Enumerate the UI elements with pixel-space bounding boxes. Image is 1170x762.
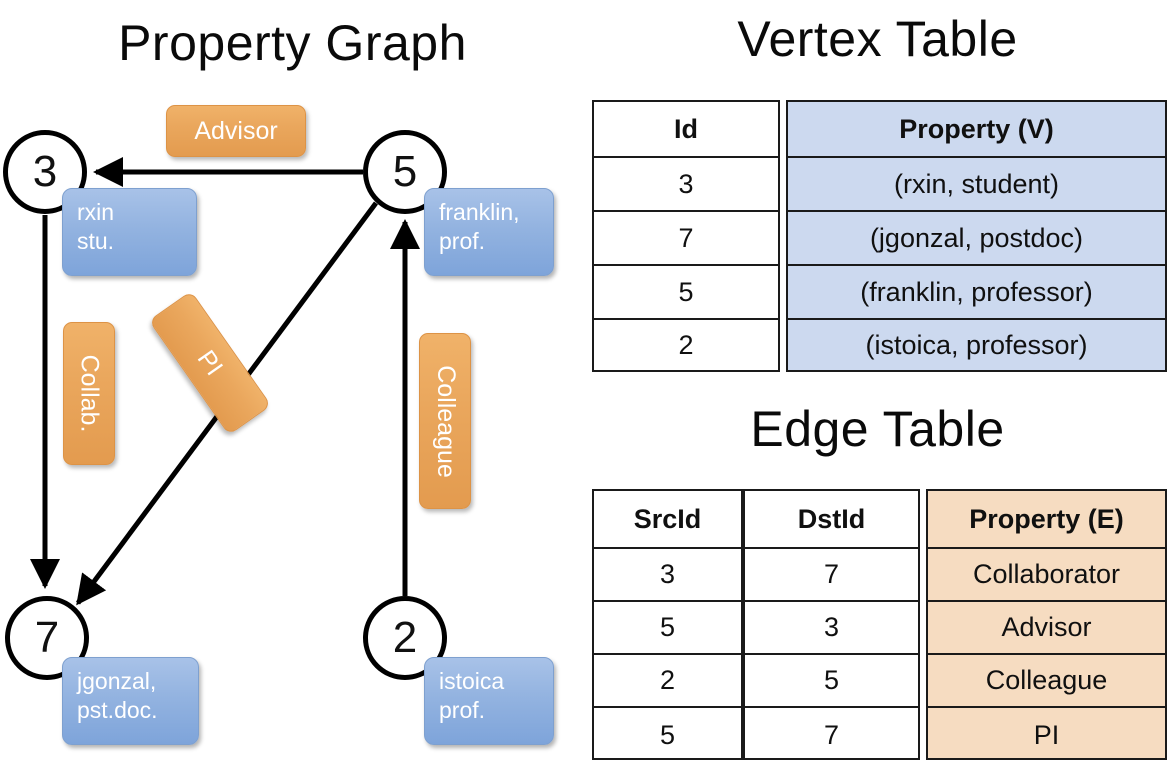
vertex-table-row-3-property: (istoica, professor)	[865, 329, 1088, 360]
vertex-property-franklin-line1: franklin,	[439, 199, 520, 225]
edge-table-header-srcid: SrcId	[594, 491, 741, 549]
vertex-table-row-2-id: 5	[594, 266, 778, 320]
edge-label-collab: Collab.	[63, 322, 115, 465]
vertex-table-row-3-id: 2	[678, 329, 694, 360]
edge-table-row-0-src: 3	[594, 549, 741, 602]
edge-table-srcid-column: SrcId 3 5 2 5	[592, 489, 743, 760]
edge-table-row-3-property: PI	[1033, 719, 1060, 750]
vertex-property-rxin-line2: stu.	[77, 227, 115, 254]
edge-table-property-column: Property (E) Collaborator Advisor Collea…	[926, 489, 1167, 760]
edge-table-row-0-dst: 7	[745, 549, 918, 602]
edge-table-header-dstid: DstId	[745, 491, 918, 549]
edge-table-header-property: Property (E)	[928, 491, 1165, 549]
vertex-property-rxin: rxin stu.	[62, 188, 197, 276]
edge-label-collab-text: Collab.	[75, 354, 104, 433]
vertex-table-header-id: Id	[594, 102, 778, 158]
vertex-table: Id 3 7 5 2 Property (V) (rxin, student) …	[592, 100, 1167, 372]
vertex-table-row-0-id: 3	[594, 158, 778, 212]
property-graph-diagram: 3 5 7 2 rxin stu. franklin, prof. jgonza…	[0, 0, 585, 760]
vertex-property-franklin: franklin, prof.	[424, 188, 554, 276]
vertex-property-istoica-line1: istoica	[439, 668, 505, 694]
edge-table-row-3-dst: 7	[823, 719, 840, 750]
page-title-edge-table: Edge Table	[750, 401, 1005, 457]
page-title-vertex-table: Vertex Table	[737, 11, 1018, 67]
edge-label-advisor: Advisor	[166, 105, 306, 157]
edge-table-row-2-dst: 5	[745, 655, 918, 708]
edge-label-colleague-text: Colleague	[431, 364, 460, 478]
edge-label-pi-text: PI	[192, 345, 229, 381]
edge-label-pi: PI	[148, 290, 272, 436]
vertex-property-franklin-line2: prof.	[439, 227, 486, 254]
edge-table-row-2-property: Colleague	[928, 655, 1165, 708]
edge-table-row-0-property: Collaborator	[928, 549, 1165, 602]
vertex-property-istoica-line2: prof.	[439, 696, 486, 723]
page-title-property-graph: Property Graph	[118, 15, 467, 71]
edge-label-colleague: Colleague	[419, 333, 471, 509]
vertex-table-row-0-property: (rxin, student)	[788, 158, 1165, 212]
vertex-property-rxin-line1: rxin	[77, 199, 115, 225]
vertex-table-row-2-property: (franklin, professor)	[788, 266, 1165, 320]
edge-table: SrcId 3 5 2 5 DstId 7 3 5 7 Property (E)…	[592, 489, 1167, 760]
edge-table-row-2-src: 2	[594, 655, 741, 708]
edge-table-dstid-column: DstId 7 3 5 7	[743, 489, 920, 760]
vertex-table-id-column: Id 3 7 5 2	[592, 100, 780, 372]
vertex-table-row-1-id: 7	[594, 212, 778, 266]
vertex-table-row-1-property: (jgonzal, postdoc)	[788, 212, 1165, 266]
graph-node-5[interactable]: 5	[363, 130, 447, 214]
edge-table-row-1-dst: 3	[745, 602, 918, 655]
vertex-property-jgonzal: jgonzal, pst.doc.	[62, 657, 199, 745]
vertex-property-jgonzal-line2: pst.doc.	[77, 696, 158, 723]
edge-table-row-1-property: Advisor	[928, 602, 1165, 655]
vertex-table-header-property: Property (V)	[788, 102, 1165, 158]
edge-table-row-1-src: 5	[594, 602, 741, 655]
edge-table-row-3-src: 5	[659, 719, 676, 750]
vertex-property-istoica: istoica prof.	[424, 657, 554, 745]
vertex-table-property-column: Property (V) (rxin, student) (jgonzal, p…	[786, 100, 1167, 372]
vertex-property-jgonzal-line1: jgonzal,	[77, 668, 157, 694]
edge-label-advisor-text: Advisor	[194, 116, 278, 145]
graph-node-2[interactable]: 2	[363, 596, 447, 680]
